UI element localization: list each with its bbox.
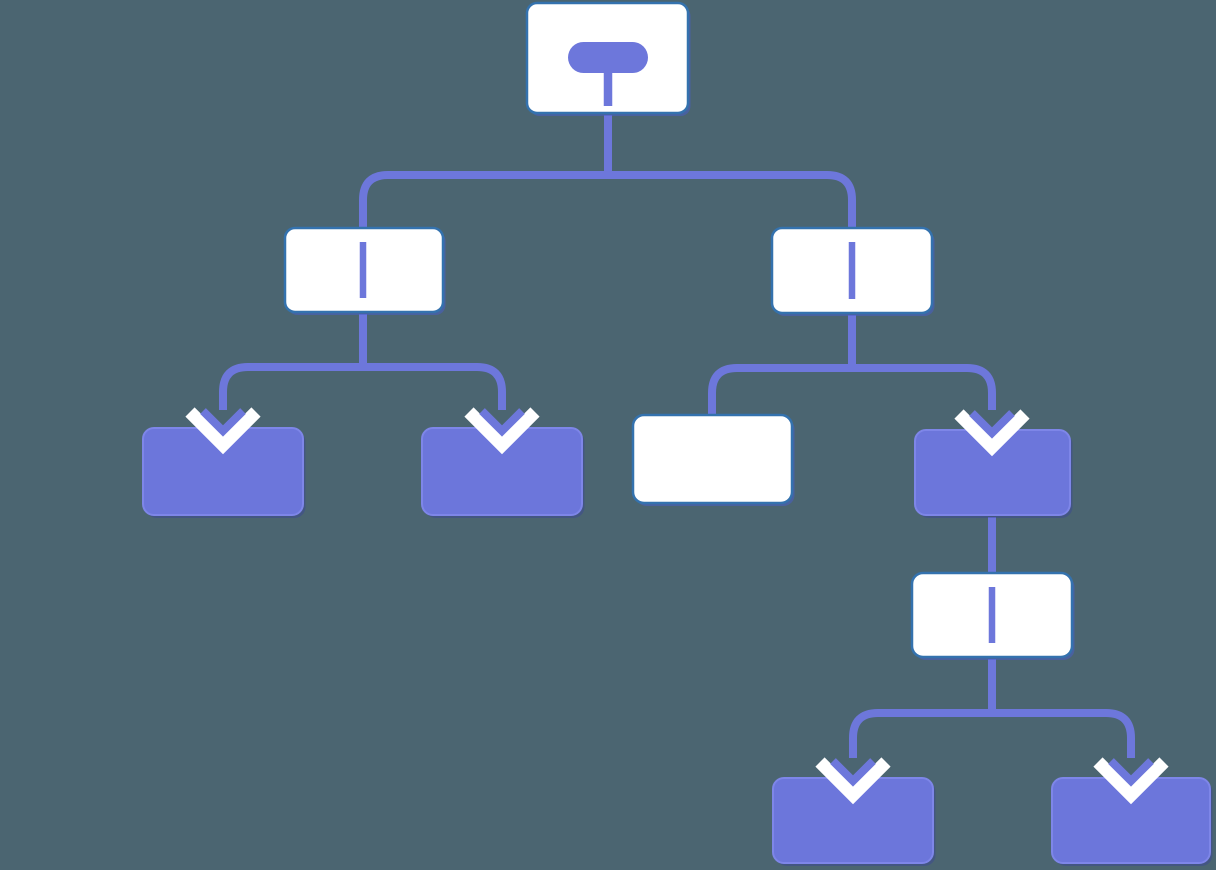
node-leaf-bottom-2[interactable] bbox=[1051, 777, 1213, 866]
root-pill-icon bbox=[568, 42, 648, 106]
node-sub-branch[interactable] bbox=[910, 571, 1075, 660]
edge-layer bbox=[219, 115, 1135, 758]
edge-branch-left-bracket bbox=[219, 363, 506, 410]
chevron-arrow-icon bbox=[1093, 757, 1169, 805]
node-leaf-left-1[interactable] bbox=[142, 427, 306, 518]
node-root[interactable] bbox=[525, 1, 691, 116]
node-leaf-left-2[interactable] bbox=[421, 427, 585, 518]
chevron-arrow-icon bbox=[464, 407, 540, 455]
node-branch-left[interactable] bbox=[283, 226, 446, 315]
node-leaf-bottom-1[interactable] bbox=[772, 777, 936, 866]
edge-subbranch-bracket bbox=[849, 709, 1135, 758]
chevron-arrow-icon bbox=[954, 409, 1030, 457]
edge-branch-right-bracket bbox=[708, 364, 996, 417]
node-child-right-white[interactable] bbox=[631, 413, 795, 506]
arrow-layer bbox=[185, 407, 1169, 805]
chevron-arrow-icon bbox=[185, 407, 261, 455]
node-child-right-white-card[interactable] bbox=[631, 413, 794, 505]
chevron-arrow-icon bbox=[815, 757, 891, 805]
node-child-right-purple[interactable] bbox=[914, 429, 1073, 518]
edge-root-bracket bbox=[359, 171, 856, 227]
node-branch-right[interactable] bbox=[770, 226, 935, 316]
